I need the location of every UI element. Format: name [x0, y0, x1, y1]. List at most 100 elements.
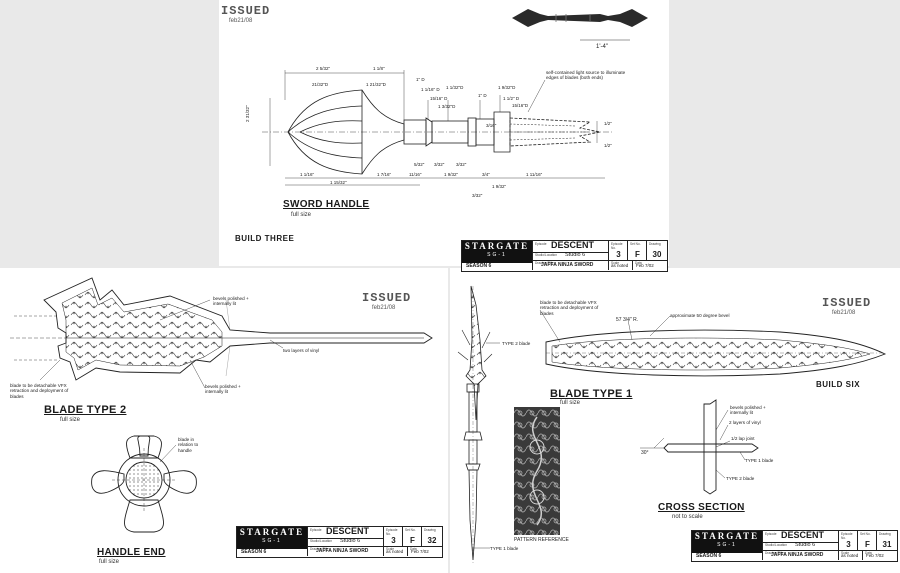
- dim-top-1: 1 1/8": [373, 66, 385, 71]
- dim-top-4: 1" D: [416, 77, 425, 82]
- build-six-label: BUILD SIX: [816, 380, 861, 389]
- cross-angle: 30°: [641, 450, 649, 456]
- blade-type-1-title: BLADE TYPE 1: [550, 388, 633, 400]
- issued-stamp-left: ISSUED: [362, 291, 412, 305]
- handle-end-note: blade in relation to handle: [178, 437, 199, 453]
- handle-end-drawing: [91, 435, 197, 533]
- dim-bottom-10: 1 9/32": [492, 184, 507, 189]
- pattern-reference-photo: [514, 407, 560, 535]
- dim-side-3: 1/2": [604, 143, 612, 148]
- type-1-blade-note: TYPE 1 blade: [490, 546, 519, 551]
- dim-bottom-8: 3/4": [482, 172, 490, 177]
- dim-bottom-9: 1 11/16": [526, 172, 543, 177]
- dim-side-2: 1/2": [604, 121, 612, 126]
- date-cell: Date Feb 7/02: [407, 546, 442, 556]
- drawing-title-cell: Drawing Title JAFFA NINJA SWORD: [762, 550, 839, 560]
- cross-note-bevels: bevels polished + internally lit: [730, 405, 766, 416]
- issued-date-right: feb21/08: [832, 310, 856, 316]
- handle-render-thumbnail: [512, 9, 648, 41]
- scale-cell: Scale as noted: [838, 550, 863, 560]
- blade-type-2-drawing: [10, 277, 433, 389]
- issued-date-left: feb21/08: [372, 305, 396, 311]
- blade-type-2-title: BLADE TYPE 2: [44, 404, 127, 416]
- dim-top-10: 1 9/32"D: [498, 85, 516, 90]
- issued-stamp-right: ISSUED: [822, 296, 872, 310]
- location-cell: Studio/Location Studio 6: [307, 538, 384, 547]
- edge-sketch-lines: [225, 299, 231, 377]
- title-block-drawing-31: STARGATE SG-1 SEASON 6 Episode DESCENT S…: [691, 530, 898, 562]
- date-cell: Date Feb 7/02: [632, 260, 667, 270]
- sword-handle-title: SWORD HANDLE: [283, 199, 370, 210]
- dim-top-0: 2 5/32": [316, 66, 331, 71]
- sword-handle-subtitle: full size: [291, 212, 312, 218]
- dim-top-11: 1 1/2" D: [503, 96, 520, 101]
- pattern-reference-label: PATTERN REFERENCE: [514, 537, 569, 543]
- stargate-logo: STARGATE SG-1: [462, 241, 532, 263]
- stargate-logo: STARGATE SG-1: [237, 527, 307, 549]
- dim-top-2: 21/32"D: [312, 82, 329, 87]
- dim-bottom-7: 3/32": [456, 162, 467, 167]
- dim-top-5: 1 1/16" D: [421, 87, 440, 92]
- dim-bottom-4: 5/32": [414, 162, 425, 167]
- drawing-title-cell: Drawing Title JAFFA NINJA SWORD: [532, 260, 609, 270]
- location-cell: Studio/Location Studio 6: [762, 542, 839, 551]
- dim-top-12: 15/16"D: [512, 103, 529, 108]
- dim-top-9: 1" D: [478, 93, 487, 98]
- drawing-no-cell: Drawing 30: [646, 241, 667, 261]
- cross-section-drawing: [640, 399, 759, 495]
- type-2-blade-note: TYPE 2 blade: [502, 341, 531, 346]
- dim-top-3: 1 21/32"D: [366, 82, 386, 87]
- cross-section-title: CROSS SECTION: [658, 502, 745, 513]
- vfx-note-left: blade to be detachable VFX retraction an…: [10, 383, 69, 399]
- set-no-cell: Set No. F: [627, 241, 647, 261]
- drawing-title-cell: Drawing Title JAFFA NINJA SWORD: [307, 546, 384, 556]
- dim-side-0: 2 31/32": [245, 105, 250, 122]
- cross-note-lap-joint: 1/2 lap joint: [731, 436, 755, 441]
- dim-top-6: 15/16" D: [430, 96, 448, 101]
- episode-cell: Episode DESCENT: [307, 526, 384, 539]
- episode-no-cell: Episode No. 3: [838, 531, 858, 551]
- set-no-cell: Set No. F: [402, 527, 422, 547]
- dim-bottom-2: 1 7/16": [377, 172, 392, 177]
- handle-end-title: HANDLE END: [97, 547, 166, 558]
- dim-side-1: 3/16": [486, 123, 497, 128]
- stargate-logo: STARGATE SG-1: [692, 531, 762, 553]
- radius-note: 57 3/4" R.: [616, 317, 639, 323]
- bevel-note-top: bevels polished + internally lit: [213, 296, 249, 307]
- cross-section-subtitle: not to scale: [672, 514, 703, 520]
- date-cell: Date Feb 7/02: [862, 550, 897, 560]
- overall-length: 1'-4": [596, 44, 608, 50]
- season-label: SEASON 6: [466, 263, 492, 269]
- dim-top-8: 1 1/32"D: [446, 85, 464, 90]
- dim-bottom-0: 1 1/16": [300, 172, 315, 177]
- pattern-texture: [514, 407, 560, 535]
- episode-cell: Episode DESCENT: [762, 530, 839, 543]
- dim-bottom-3: 11/16": [409, 172, 422, 177]
- blade-type-2-subtitle: full size: [60, 417, 81, 423]
- scale-cell: Scale as noted: [608, 260, 633, 270]
- location-cell: Studio/Location Studio 6: [532, 252, 609, 261]
- dim-bottom-1: 1 15/32": [330, 180, 347, 185]
- episode-no-cell: Episode No. 3: [383, 527, 403, 547]
- bevel-note-bottom: bevels polished + internally lit: [205, 384, 241, 395]
- build-three-label: BUILD THREE: [235, 234, 295, 243]
- episode-no-cell: Episode No. 3: [608, 241, 628, 261]
- vinyl-note: two layers of vinyl: [283, 348, 320, 353]
- episode-cell: Episode DESCENT: [532, 240, 609, 253]
- issued-date-top: feb21/08: [229, 18, 253, 24]
- dim-bottom-11: 3/32": [472, 193, 483, 198]
- scale-cell: Scale as noted: [383, 546, 408, 556]
- title-block-drawing-32: STARGATE SG-1 SEASON 6 Episode DESCENT S…: [236, 526, 443, 558]
- dim-bottom-6: 1 9/32": [444, 172, 459, 177]
- issued-stamp-top: ISSUED: [221, 4, 271, 18]
- assembled-sword-drawing: [457, 285, 500, 565]
- vfx-note-right: blade to be detachable VFX retraction an…: [540, 300, 599, 316]
- light-source-note: self-contained light source to illuminat…: [546, 70, 626, 81]
- set-no-cell: Set No. F: [857, 531, 877, 551]
- sword-handle-drawing: [262, 70, 612, 186]
- cross-note-type-2: TYPE 2 blade: [726, 476, 755, 481]
- dim-bottom-5: 3/32": [434, 162, 445, 167]
- season-label: SEASON 6: [241, 549, 267, 555]
